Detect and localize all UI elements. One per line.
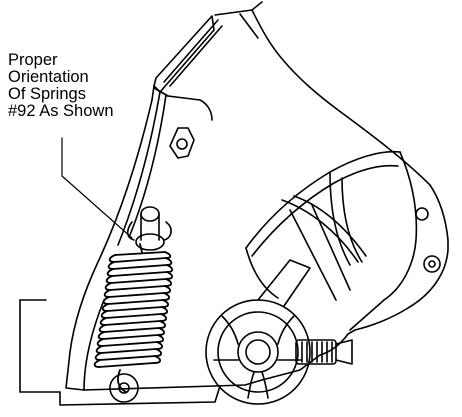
coil-spring [93,243,174,393]
base-plate [19,299,221,406]
callout-label: Proper Orientation Of Springs #92 As Sho… [8,52,114,120]
callout-line-3: Of Springs [8,85,86,103]
frame-ribs [245,150,418,331]
upper-bolt [169,127,195,159]
leader-line [61,137,133,239]
coupling [295,339,353,365]
top-bracket [151,15,223,101]
spring-post [126,206,172,251]
callout-line-1: Proper [8,51,58,69]
cam-wheel [205,259,311,405]
frame-bolts [415,207,441,273]
housing-outline [214,1,449,387]
callout-line-2: Orientation [8,68,89,86]
callout-line-4: #92 As Shown [8,102,114,120]
lever-arm [65,87,213,391]
